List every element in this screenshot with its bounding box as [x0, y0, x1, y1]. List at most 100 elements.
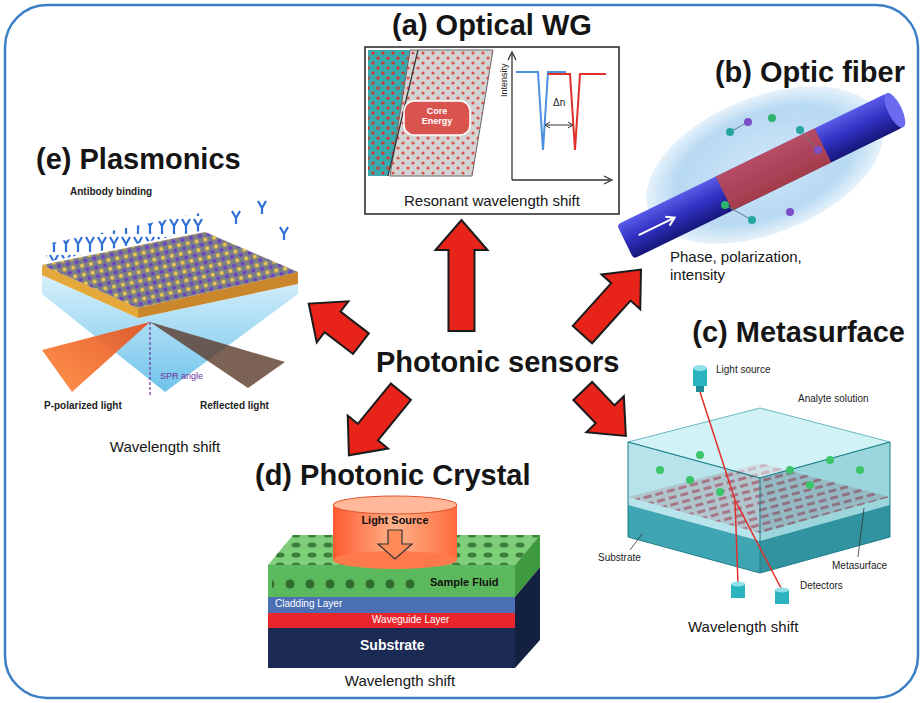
- optic-fiber-illustration: [748, 216, 756, 224]
- panel-heading: (c) Metasurface: [692, 317, 905, 349]
- angle-label: SPR angle: [160, 371, 203, 381]
- metasurface-illustration: [826, 456, 834, 464]
- waveguide-illustration: [388, 50, 418, 176]
- optic-fiber-illustration: [726, 128, 734, 136]
- block-arrow: [435, 220, 487, 331]
- optic-fiber-illustration: [814, 146, 822, 154]
- waveguide-illustration: [365, 47, 619, 214]
- metasurface-illustration: [786, 466, 794, 474]
- optic-fiber-illustration: [617, 93, 903, 259]
- optic-fiber-illustration: [716, 128, 832, 210]
- layer-label: Waveguide Layer: [372, 614, 449, 626]
- metasurface-illustration: [628, 505, 760, 573]
- plasmonics-illustration: [42, 275, 298, 392]
- panel-caption: Wavelength shift: [688, 618, 798, 636]
- metasurface-illustration: [630, 534, 642, 550]
- optic-fiber-illustration: [786, 208, 794, 216]
- plasmonics-illustration: [42, 322, 150, 392]
- metasurface-illustration: [628, 463, 890, 533]
- metasurface-illustration: [693, 365, 707, 371]
- metasurface-illustration: [775, 590, 789, 604]
- panel-caption: Wavelength shift: [255, 672, 545, 690]
- panel-heading: (d) Photonic Crystal: [255, 460, 531, 492]
- plasmonics-illustration: [42, 201, 298, 396]
- optic-fiber-illustration: [768, 114, 776, 122]
- axis-label: Intensity: [499, 63, 509, 97]
- metasurface-illustration: [696, 386, 704, 392]
- metasurface-illustration: [656, 466, 664, 474]
- metasurface-illustration: [628, 365, 890, 604]
- optic-fiber-illustration: [725, 122, 818, 220]
- photonic-crystal-illustration: [268, 613, 515, 628]
- photonic-crystal-illustration: [333, 505, 457, 560]
- part-label: Analyte solution: [798, 393, 869, 405]
- panel-caption: Wavelength shift: [30, 438, 300, 456]
- layer-label: Substrate: [360, 637, 425, 653]
- optic-fiber-illustration: [624, 55, 907, 275]
- metasurface-illustration: [628, 442, 760, 573]
- panel-caption: Resonant wavelength shift: [365, 192, 619, 210]
- beam-label: P-polarized light: [44, 400, 122, 412]
- part-label: Antibody binding: [70, 186, 152, 198]
- optic-fiber-illustration: [636, 213, 676, 240]
- block-arrow: [348, 384, 411, 456]
- photonic-crystal-illustration: [268, 597, 515, 613]
- plasmonics-illustration: [138, 272, 298, 318]
- optic-fiber-illustration: [721, 201, 729, 209]
- plasmonics-illustration: [232, 201, 288, 240]
- plasmonics-illustration: [149, 322, 150, 396]
- photonic-crystal-illustration: [515, 535, 540, 597]
- shift-label: Δn: [553, 97, 565, 109]
- metasurface-illustration: [628, 463, 890, 533]
- sensor-panel: (d) Photonic CrystalWavelength shift: [255, 460, 590, 692]
- plasmonics-illustration: [150, 322, 285, 388]
- photonic-crystal-illustration: [268, 565, 515, 597]
- metasurface-illustration: [693, 368, 707, 386]
- layer-label: Cladding Layer: [275, 598, 342, 610]
- waveguide-illustration: [390, 50, 493, 176]
- photonic-crystal-illustration: [378, 530, 412, 559]
- waveguide-illustration: [404, 101, 470, 135]
- beam-label: Reflected light: [200, 400, 269, 412]
- waveguide-illustration: [545, 122, 573, 128]
- part-label: Light source: [716, 364, 770, 376]
- panel-caption: Phase, polarization, intensity: [670, 248, 815, 284]
- metasurface-illustration: [716, 488, 724, 496]
- waveguide-illustration: [368, 50, 418, 176]
- metasurface-illustration: [731, 584, 745, 598]
- metasurface-illustration: [858, 508, 864, 557]
- optic-fiber-illustration: [796, 126, 804, 134]
- outer-frame: [5, 5, 918, 698]
- metasurface-illustration: [696, 451, 704, 459]
- waveguide-illustration: [548, 74, 606, 150]
- plasmonics-illustration: [46, 212, 205, 262]
- panel-heading: (a) Optical WG: [365, 10, 619, 42]
- part-label: Detectors: [800, 580, 843, 592]
- block-arrow: [309, 301, 369, 354]
- photonic-crystal-illustration: [333, 551, 457, 569]
- waveguide-illustration: [390, 50, 493, 176]
- waveguide-illustration: [508, 52, 516, 60]
- photonic-crystal-illustration: [333, 496, 457, 514]
- sensor-panel: (c) MetasurfaceWavelength shift: [630, 315, 910, 638]
- part-label: Light Source: [345, 514, 445, 527]
- photonic-crystal-illustration: [515, 567, 540, 668]
- optic-fiber-illustration: [744, 118, 752, 126]
- waveguide-illustration: [365, 47, 619, 214]
- central-title: Photonic sensors: [376, 347, 619, 379]
- waveguide-illustration: [368, 50, 418, 176]
- metasurface-illustration: [628, 408, 890, 478]
- waveguide-illustration: [511, 54, 512, 180]
- waveguide-illustration: [604, 176, 612, 184]
- panel-heading: (b) Optic fiber: [715, 57, 905, 89]
- optic-fiber-illustration: [617, 90, 910, 259]
- optic-fiber-illustration: [617, 55, 910, 275]
- part-label: Substrate: [598, 552, 641, 564]
- metasurface-illustration: [760, 505, 890, 573]
- waveguide-illustration: [516, 72, 566, 150]
- metasurface-illustration: [628, 442, 890, 573]
- central-topic: Photonic sensors: [372, 345, 623, 381]
